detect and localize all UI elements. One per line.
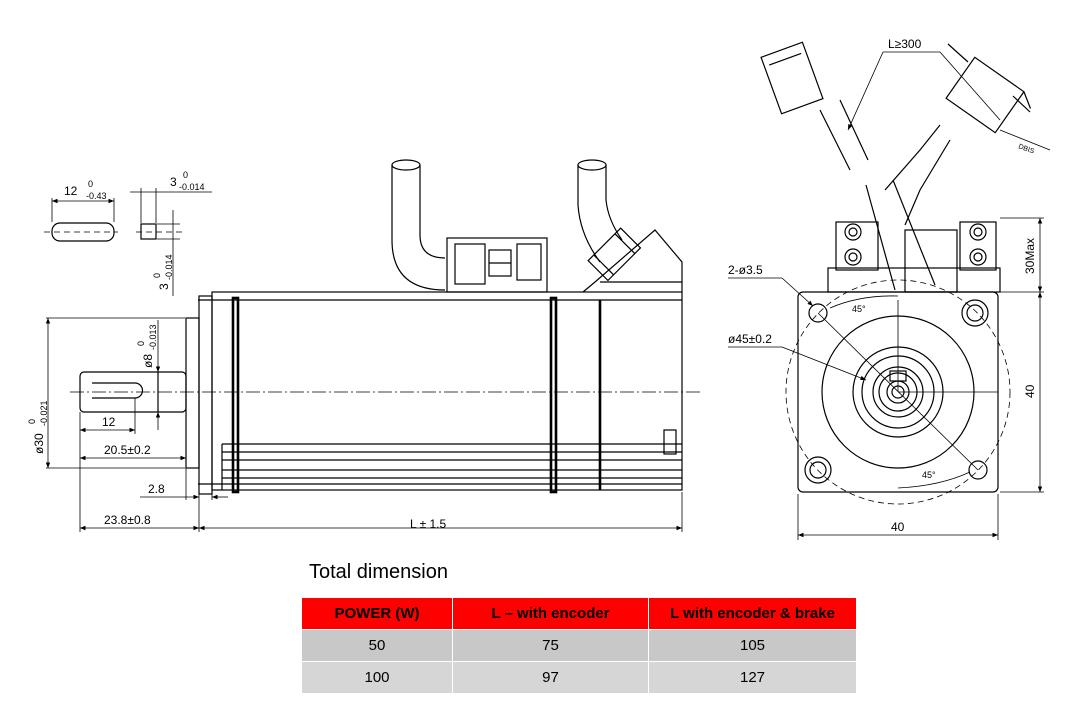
key-height-tol-lower: -0.014 [164,254,174,280]
table-row: 50 75 105 [301,629,857,662]
key-length-tol-upper: 0 [88,179,93,189]
shaft-tol-lower: -0.013 [148,324,158,350]
header-l-encoder: L – with encoder [452,597,649,630]
table-title: Total dimension [309,561,448,583]
spigot-diameter-dim: ø30 [32,433,46,454]
shaft-diameter-dim: ø8 [141,354,155,368]
cell-l-encoder-brake: 105 [648,629,857,662]
cell-power: 50 [301,629,453,662]
key-height-dim: 3 [157,283,171,290]
cell-l-encoder-brake: 127 [648,661,857,694]
spigot-tol-lower: -0.021 [39,400,49,426]
angle-top-dim: 45° [852,304,866,314]
height-dim: 40 [1023,384,1037,398]
shaft-tol-upper: 0 [136,341,146,346]
header-power: POWER (W) [301,597,453,630]
key-width-tol-lower: -0.014 [179,182,205,192]
front-view: 45° 45° L≥300 DBIS [728,37,1051,540]
shaft-length-dim: 20.5±0.2 [104,443,151,457]
width-dim: 40 [891,520,905,534]
spigot-tol-upper: 0 [27,419,37,424]
key-length-tol-lower: -0.43 [86,191,107,201]
connector-max-dim: 30Max [1023,238,1037,274]
key-height-tol-upper: 0 [152,273,162,278]
angle-bottom-dim: 45° [922,470,936,480]
key-width-dim: 3 [170,175,177,189]
flange-thickness-dim: 2.8 [148,482,165,496]
key-detail: 12 0 -0.43 3 0 -0.014 3 0 -0.014 [44,170,212,296]
key-length-dim: 12 [64,184,78,198]
pcd-dim: ø45±0.2 [728,332,772,346]
key-width-tol-upper: 0 [183,170,188,180]
cell-l-encoder: 75 [452,629,649,662]
mount-holes-dim: 2-ø3.5 [728,263,763,277]
motor-dimension-drawing: 12 0 -0.43 3 0 -0.014 3 0 -0.014 [27,37,1051,540]
cell-power: 100 [301,661,453,694]
cable-note: DBIS [1017,143,1035,155]
keyway-length-dim: 12 [102,415,116,429]
table-row: 100 97 127 [301,661,857,694]
cable-length-dim: L≥300 [888,37,922,51]
side-view: ø30 0 -0.021 ø8 0 -0.013 12 20.5±0.2 2.8… [27,159,700,532]
cell-l-encoder: 97 [452,661,649,694]
dimension-table: POWER (W) L – with encoder L with encode… [301,597,857,694]
shaft-total-dim: 23.8±0.8 [104,513,151,527]
body-length-dim: L ± 1.5 [410,517,446,531]
header-l-encoder-brake: L with encoder & brake [648,597,857,630]
table-header-row: POWER (W) L – with encoder L with encode… [301,597,857,630]
